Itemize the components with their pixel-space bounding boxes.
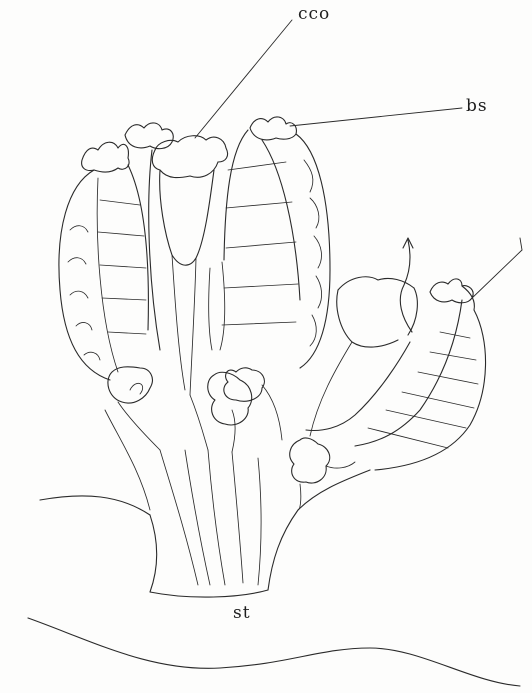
label-st: st: [233, 605, 251, 622]
substrate: [28, 618, 520, 686]
zooid-left: [59, 142, 160, 450]
zooid-right: [290, 277, 486, 510]
label-cco: cco: [298, 6, 330, 23]
arrow-indicator: [400, 238, 413, 332]
label-leaders: [195, 20, 522, 300]
label-bs: bs: [466, 98, 488, 115]
zooid-center-right: [222, 117, 330, 440]
